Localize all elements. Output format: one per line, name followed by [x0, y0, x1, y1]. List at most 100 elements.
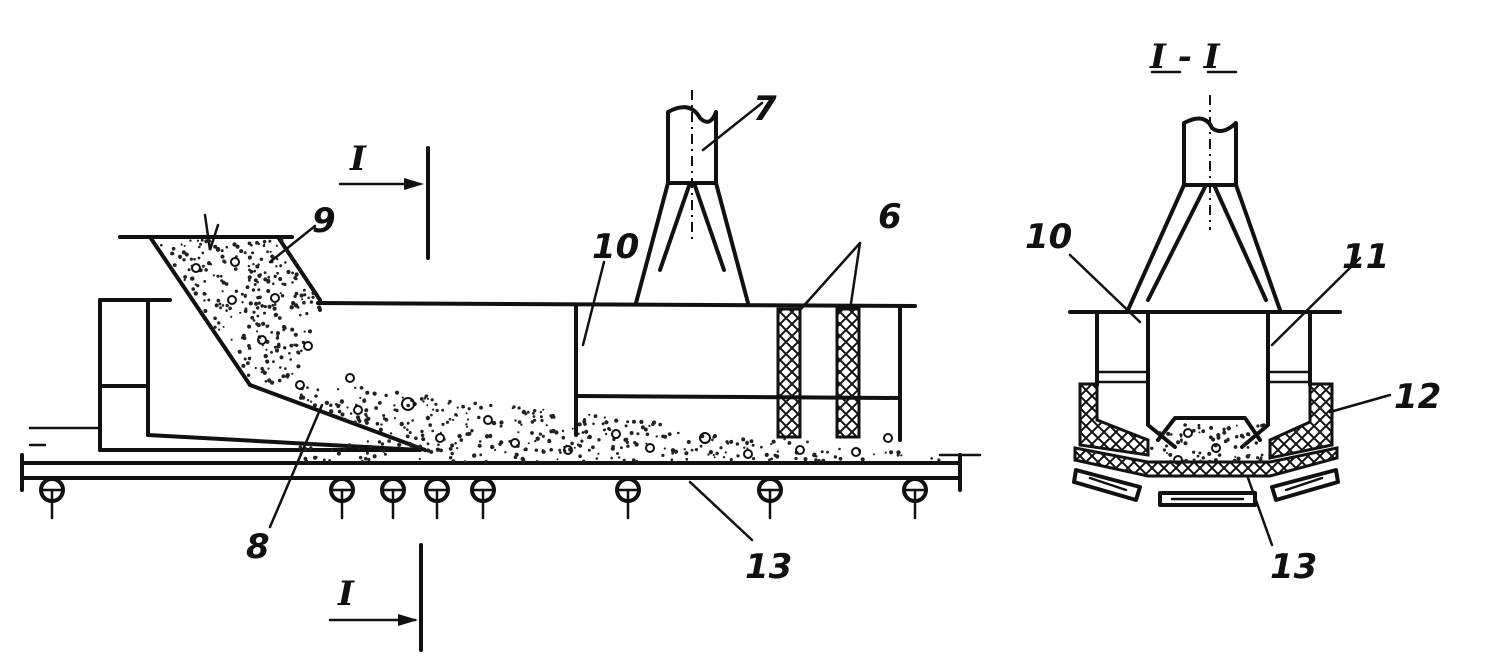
grain-dot: [257, 242, 261, 246]
grain-dot: [266, 279, 271, 284]
hatched-bottom: [1073, 446, 1339, 478]
grain-dot: [216, 298, 221, 303]
grain-dot: [275, 244, 278, 247]
grain-dot: [434, 402, 438, 406]
grain-dot: [243, 309, 248, 313]
grain-dot: [423, 396, 427, 400]
grain-dot: [308, 448, 311, 451]
grain-dot: [310, 400, 313, 403]
grain-dot: [722, 456, 726, 459]
grain-dot: [281, 374, 286, 379]
support-roller-middle: [1158, 491, 1257, 507]
grain-dot: [356, 415, 360, 420]
grain-dot: [241, 301, 244, 304]
grain-dot: [538, 432, 543, 436]
grain-dot: [200, 238, 204, 242]
grain-dot: [259, 273, 262, 276]
grain-dot: [246, 361, 250, 366]
grain-dot: [614, 418, 619, 423]
grain-dot: [306, 386, 309, 389]
form-bottom: [1156, 416, 1262, 442]
grain-dot: [426, 442, 430, 446]
grain-dot: [494, 448, 497, 451]
grain-dot: [542, 408, 545, 411]
grain-dot: [316, 388, 320, 392]
grain-dot: [454, 413, 458, 417]
grain-dot: [213, 325, 217, 329]
grain-dot: [812, 453, 817, 458]
grain-dot: [290, 254, 293, 257]
grain-dot: [581, 431, 585, 434]
grain-dot: [768, 458, 771, 462]
grain-dot: [1262, 423, 1266, 427]
grain-dot: [477, 415, 481, 420]
grain-dot: [377, 440, 382, 444]
grain-dot: [456, 447, 459, 450]
grain-dot: [1234, 455, 1237, 458]
grain-dot: [248, 268, 251, 272]
grain-dot: [393, 408, 397, 412]
grain-dot: [426, 404, 429, 407]
grain-dot: [541, 449, 544, 452]
grain-dot: [435, 408, 439, 413]
grain-dot: [545, 424, 548, 427]
grain-dot: [261, 321, 266, 326]
leader-10: [581, 260, 606, 347]
grain-dot: [372, 391, 377, 396]
grain-dot: [286, 375, 289, 379]
grain-dot: [241, 363, 246, 368]
grain-dot: [272, 282, 275, 286]
grain-dot: [324, 400, 329, 405]
grain-dot: [247, 356, 252, 361]
grain-dot: [189, 257, 193, 261]
grain-dot: [626, 444, 630, 448]
grain-dot: [277, 342, 281, 346]
grain-dot: [409, 444, 413, 448]
grain-dot: [736, 454, 740, 458]
grain-dot: [719, 446, 723, 450]
grain-dot: [404, 442, 407, 445]
grain-dot: [1180, 440, 1183, 443]
grain-dot: [270, 331, 274, 334]
vibrator-leg: [1126, 183, 1186, 312]
grain-dot: [556, 458, 559, 461]
grain-dot: [622, 458, 626, 462]
grain-dot: [629, 431, 634, 435]
grain-dot: [729, 439, 734, 444]
grain-dot: [838, 447, 841, 451]
grain-dot: [770, 443, 773, 446]
grain-dot: [814, 458, 818, 462]
machine-frame: [98, 298, 917, 452]
grain-dot: [456, 406, 459, 409]
leader-r13: [1246, 476, 1274, 547]
grain-dot: [246, 373, 251, 377]
grain-dot: [189, 239, 192, 242]
grain-dot: [610, 456, 613, 460]
grain-dot: [872, 453, 875, 456]
grain-dot: [272, 360, 275, 363]
grain-dot: [262, 239, 267, 244]
grain-dot: [183, 275, 188, 279]
grain-dot: [302, 300, 306, 305]
grain-dot: [276, 257, 279, 261]
grain-dot: [884, 451, 887, 454]
grain-dot: [441, 408, 444, 412]
grain-dot: [401, 396, 404, 399]
grain-dot: [610, 446, 615, 451]
grain-dot: [452, 418, 455, 421]
roller: [470, 477, 496, 520]
grain-dot: [578, 454, 582, 459]
grain-dot: [694, 448, 699, 452]
support-roller-left: [1072, 468, 1142, 502]
grain-dot: [378, 427, 383, 432]
grain-dot: [1179, 438, 1183, 442]
section-marker-top: I: [338, 139, 430, 260]
grain-dot: [247, 278, 251, 282]
hatched-posts: [776, 307, 861, 439]
grain-dot: [592, 422, 595, 426]
grain-dot: [271, 304, 275, 307]
grain-dot: [312, 403, 317, 408]
grain-dot: [623, 437, 628, 442]
grain-dot: [296, 364, 301, 369]
grain-dot: [490, 444, 495, 450]
